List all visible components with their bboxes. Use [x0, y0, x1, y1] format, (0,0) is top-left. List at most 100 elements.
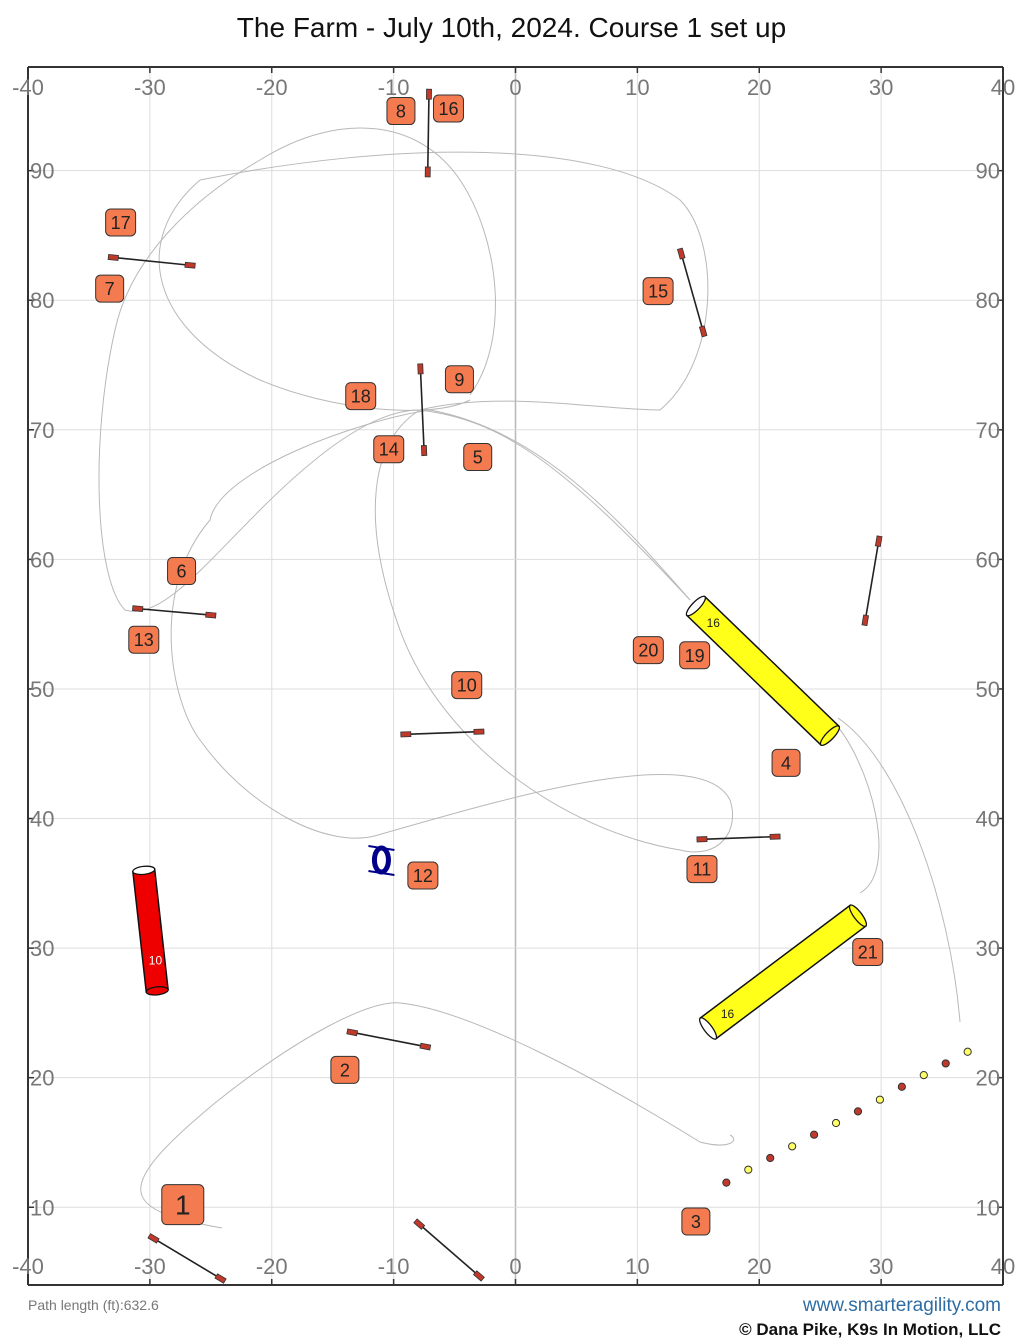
tunnel-tube	[132, 868, 169, 993]
path-segment-1	[140, 1002, 735, 1229]
y-tick-label-left: 10	[30, 1195, 54, 1220]
jump-bar	[137, 607, 211, 616]
jump[interactable]	[696, 833, 781, 843]
y-tick-label-right: 60	[976, 547, 1000, 572]
jump-bar	[701, 835, 776, 841]
obstacle-number-box	[679, 641, 711, 670]
weave-pole	[875, 1095, 885, 1104]
jump[interactable]	[346, 1028, 432, 1051]
tunnel-opening-start	[698, 1017, 718, 1040]
obstacle-number-label: 4	[781, 753, 791, 773]
jump-stanchion	[425, 88, 432, 100]
y-tick-label-left: 30	[30, 936, 54, 961]
y-tick-label-right: 80	[976, 288, 1000, 313]
y-tick-label-left: 80	[30, 288, 54, 313]
x-tick-label-bottom: 40	[991, 1254, 1015, 1279]
jump-stanchion	[417, 363, 424, 375]
obstacle-number-box	[451, 671, 483, 700]
jump[interactable]	[676, 247, 708, 338]
y-tick-label-left: 50	[30, 677, 54, 702]
weave-pole	[853, 1107, 863, 1116]
obstacle-number-label: 21	[858, 942, 878, 962]
tunnel-opening-start	[685, 595, 707, 617]
jump-stanchion	[107, 254, 119, 261]
obstacle-number-label: 19	[685, 646, 705, 666]
obstacle-number-box	[681, 1207, 711, 1236]
jump-stanchion	[205, 611, 217, 619]
x-tick-label-top: 30	[869, 75, 893, 100]
obstacle-number-label: 1	[175, 1190, 191, 1221]
obstacle-number: 6	[167, 557, 197, 586]
jump[interactable]	[400, 728, 485, 738]
course-map: -40-40-30-30-20-20-10-100010102020303040…	[12, 66, 1015, 1286]
path-segment-5	[374, 409, 734, 853]
obstacle-number-label: 12	[413, 866, 433, 886]
tunnel[interactable]: 16	[697, 903, 869, 1041]
obstacle-number-box	[386, 97, 416, 126]
y-tick-label-right: 50	[976, 677, 1000, 702]
jump[interactable]	[417, 363, 428, 457]
obstacle-number-label: 14	[379, 440, 399, 460]
x-tick-label-top: 20	[747, 75, 771, 100]
jump-bar	[418, 1223, 480, 1277]
jump[interactable]	[861, 535, 883, 627]
tunnel[interactable]: 10	[132, 865, 169, 996]
jump-bar	[680, 253, 704, 332]
jump-bar	[419, 368, 425, 451]
jump[interactable]	[413, 1218, 485, 1282]
obstacle-number: 8	[386, 97, 416, 126]
weave-pole	[744, 1165, 753, 1174]
obstacle-number: 21	[852, 937, 884, 966]
obstacle-number: 13	[128, 625, 160, 654]
tire[interactable]	[368, 845, 395, 876]
obstacle-number-box	[345, 382, 377, 411]
obstacle-number-label: 10	[457, 676, 477, 696]
obstacle-number-label: 7	[105, 279, 115, 299]
obstacle-number-box	[463, 443, 493, 472]
obstacle-number-label: 9	[454, 370, 464, 390]
obstacle-number: 9	[444, 365, 474, 394]
obstacle-number: 17	[105, 208, 137, 237]
jump[interactable]	[107, 254, 196, 269]
jump-stanchion	[413, 1218, 426, 1230]
jump-stanchion	[424, 166, 431, 178]
obstacle-number-box	[105, 208, 137, 237]
weave-pole	[963, 1047, 972, 1056]
obstacle-number-box	[95, 274, 125, 303]
obstacle-number: 19	[679, 641, 711, 670]
obstacle-number: 10	[451, 671, 483, 700]
jump[interactable]	[424, 88, 432, 178]
obstacle-number: 4	[771, 748, 801, 777]
x-tick-label-top: -10	[378, 75, 410, 100]
dog-path	[98, 127, 961, 1229]
x-tick-label-top: 40	[991, 75, 1015, 100]
jump-stanchion	[696, 836, 708, 843]
tunnel-length-label: 16	[721, 1007, 735, 1021]
website-link[interactable]: www.smarteragility.com	[802, 1295, 1001, 1316]
path-segment-8	[419, 409, 691, 601]
obstacle-number-label: 8	[396, 102, 406, 122]
tunnel-opening-end	[819, 725, 841, 747]
jump[interactable]	[147, 1233, 227, 1284]
jump[interactable]	[132, 605, 217, 619]
obstacle-number-box	[632, 636, 664, 665]
obstacle-number-label: 2	[340, 1060, 350, 1080]
copyright: © Dana Pike, K9s In Motion, LLC	[739, 1320, 1001, 1339]
x-tick-label-bottom: 10	[625, 1254, 649, 1279]
x-tick-label-top: 0	[509, 75, 521, 100]
obstacle-number-box	[161, 1184, 205, 1226]
weave-pole	[897, 1082, 906, 1091]
weave-pole	[919, 1070, 928, 1080]
axis-ticks: -40-40-30-30-20-20-10-100010102020303040…	[12, 67, 1015, 1285]
path-segment-3	[831, 719, 880, 894]
jump-stanchion	[473, 728, 485, 735]
tunnel-length-label: 10	[149, 954, 163, 968]
obstacle-number-label: 13	[134, 630, 154, 650]
jump-stanchion	[214, 1273, 227, 1284]
weave-poles[interactable]	[722, 1047, 972, 1187]
y-tick-label-right: 90	[976, 159, 1000, 184]
y-tick-label-left: 20	[30, 1066, 54, 1091]
page-title: The Farm - July 10th, 2024. Course 1 set…	[236, 12, 787, 43]
tunnel[interactable]: 16	[684, 594, 842, 748]
